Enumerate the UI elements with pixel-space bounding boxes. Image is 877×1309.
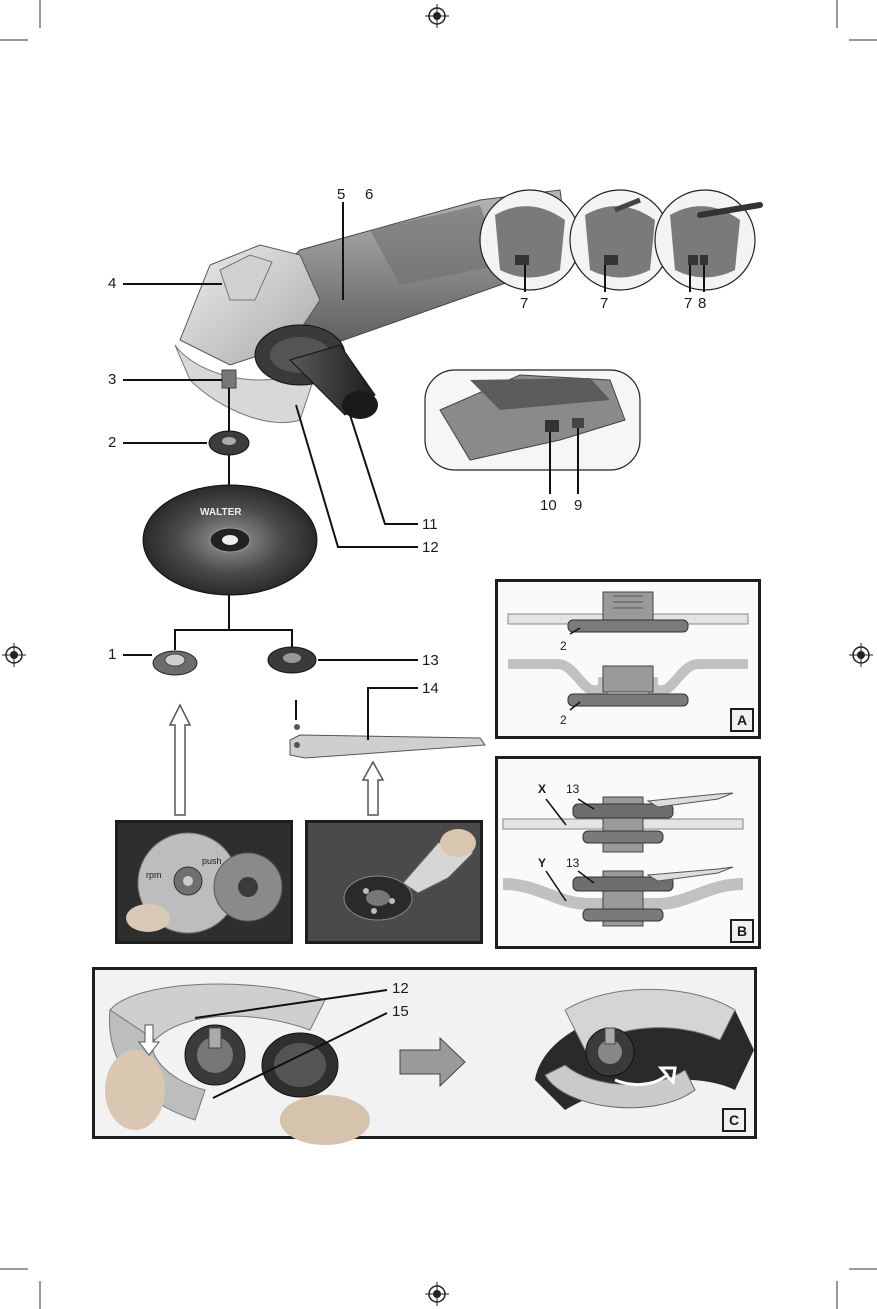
panel-b-label-y: Y <box>538 857 546 869</box>
disc-brand-label: WALTER <box>200 508 241 518</box>
panel-b: X 13 Y 13 B <box>495 756 761 949</box>
callout-12: 12 <box>422 540 439 555</box>
callout-8: 8 <box>698 296 706 311</box>
panel-a-letter: A <box>730 708 754 732</box>
panel-b-letter: B <box>730 919 754 943</box>
panel-b-label-13-top: 13 <box>566 783 579 795</box>
callout-14: 14 <box>422 681 439 696</box>
panel-c-letter: C <box>722 1108 746 1132</box>
photo-quick-flange: rpm push <box>115 820 293 944</box>
photo-wrench-flange <box>305 820 483 944</box>
callout-11: 11 <box>422 517 438 532</box>
panel-c: 12 15 C <box>92 967 757 1139</box>
panel-c-callout-15: 15 <box>392 1004 409 1019</box>
callout-10: 10 <box>540 498 557 513</box>
photo-label-rpm: rpm <box>146 871 162 880</box>
panel-a-label-2-top: 2 <box>560 640 567 652</box>
photo-label-push: push <box>202 857 222 866</box>
callout-6: 6 <box>365 187 373 202</box>
callout-7-right: 7 <box>684 296 692 311</box>
callout-1: 1 <box>108 647 116 662</box>
panel-b-label-x: X <box>538 783 546 795</box>
panel-c-callout-12: 12 <box>392 981 409 996</box>
callout-7-left: 7 <box>520 296 528 311</box>
panel-a-label-2-bottom: 2 <box>560 714 567 726</box>
callout-13: 13 <box>422 653 439 668</box>
callout-5: 5 <box>337 187 345 202</box>
callout-4: 4 <box>108 276 116 291</box>
panel-a: 2 2 A <box>495 579 761 739</box>
callout-2: 2 <box>108 435 116 450</box>
callout-9: 9 <box>574 498 582 513</box>
panel-b-label-13-bottom: 13 <box>566 857 579 869</box>
callout-3: 3 <box>108 372 116 387</box>
callout-7-middle: 7 <box>600 296 608 311</box>
